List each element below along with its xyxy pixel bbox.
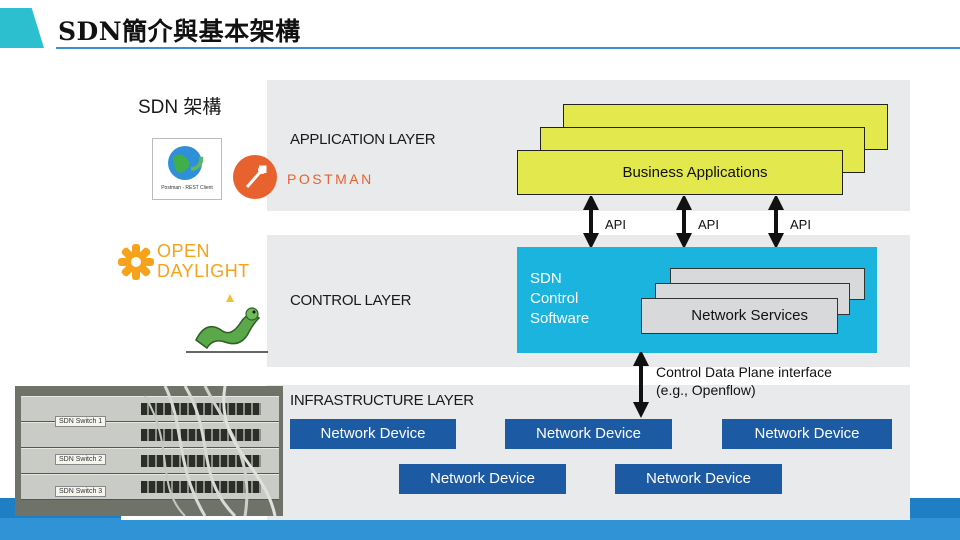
infrastructure-layer-label: INFRASTRUCTURE LAYER — [290, 392, 474, 409]
sdn-line-3: Software — [530, 310, 590, 327]
network-device-1: Network Device — [290, 419, 456, 449]
api-label-1: API — [605, 217, 626, 232]
switch-label-3: SDN Switch 3 — [55, 486, 107, 497]
application-layer-label: APPLICATION LAYER — [290, 131, 436, 148]
api-label-2: API — [698, 217, 719, 232]
network-device-2: Network Device — [505, 419, 672, 449]
opendaylight-flower-icon — [118, 244, 154, 280]
sdn-line-2: Control — [530, 290, 579, 307]
business-applications-label: Business Applications — [622, 164, 768, 181]
network-cables — [144, 386, 277, 516]
cdp-line-1: Control Data Plane interface — [656, 364, 832, 380]
api-arrows — [583, 196, 784, 248]
globe-icon — [168, 146, 204, 180]
business-app-card-front — [517, 150, 843, 195]
api-label-3: API — [790, 217, 811, 232]
sdn-architecture-heading: SDN 架構 — [138, 97, 222, 118]
sdn-control-software-label: SDN Control Software — [530, 269, 630, 329]
postman-logo-icon — [233, 155, 277, 199]
infrastructure-layer-panel — [267, 385, 910, 520]
network-device-5: Network Device — [615, 464, 782, 494]
slide-title: SDN簡介與基本架構 — [58, 17, 301, 46]
postman-rest-caption: Postman - REST Client — [161, 185, 213, 191]
network-device-3: Network Device — [722, 419, 892, 449]
switch-label-2: SDN Switch 2 — [55, 454, 107, 465]
header-accent-tab — [0, 8, 44, 48]
opendaylight-wordmark-top: OPEN — [157, 241, 211, 261]
switch-ports-4 — [141, 481, 261, 493]
sdn-line-1: SDN — [530, 270, 562, 287]
cdp-line-2: (e.g., Openflow) — [656, 382, 756, 398]
opendaylight-wordmark-bottom: DAYLIGHT — [157, 261, 250, 281]
switch-ports-1 — [141, 403, 261, 415]
sdn-switch-rack-photo: SDN Switch 1 SDN Switch 2 SDN Switch 3 — [15, 386, 283, 516]
switch-label-1: SDN Switch 1 — [55, 416, 107, 427]
network-device-4: Network Device — [399, 464, 566, 494]
control-layer-label: CONTROL LAYER — [290, 292, 412, 309]
rocket-icon — [245, 165, 267, 188]
network-services-label: Network Services — [691, 307, 808, 324]
postman-rest-client-logo: Postman - REST Client — [152, 138, 222, 200]
header-rule — [56, 47, 960, 49]
postman-wordmark: POSTMAN — [287, 171, 374, 187]
footer-band-lower — [0, 518, 960, 540]
control-data-plane-arrow — [633, 352, 649, 418]
network-services-card-front — [641, 298, 838, 334]
switch-ports-3 — [141, 455, 261, 467]
dragon-mascot-icon — [186, 294, 268, 353]
control-data-plane-label: Control Data Plane interface (e.g., Open… — [656, 363, 832, 399]
